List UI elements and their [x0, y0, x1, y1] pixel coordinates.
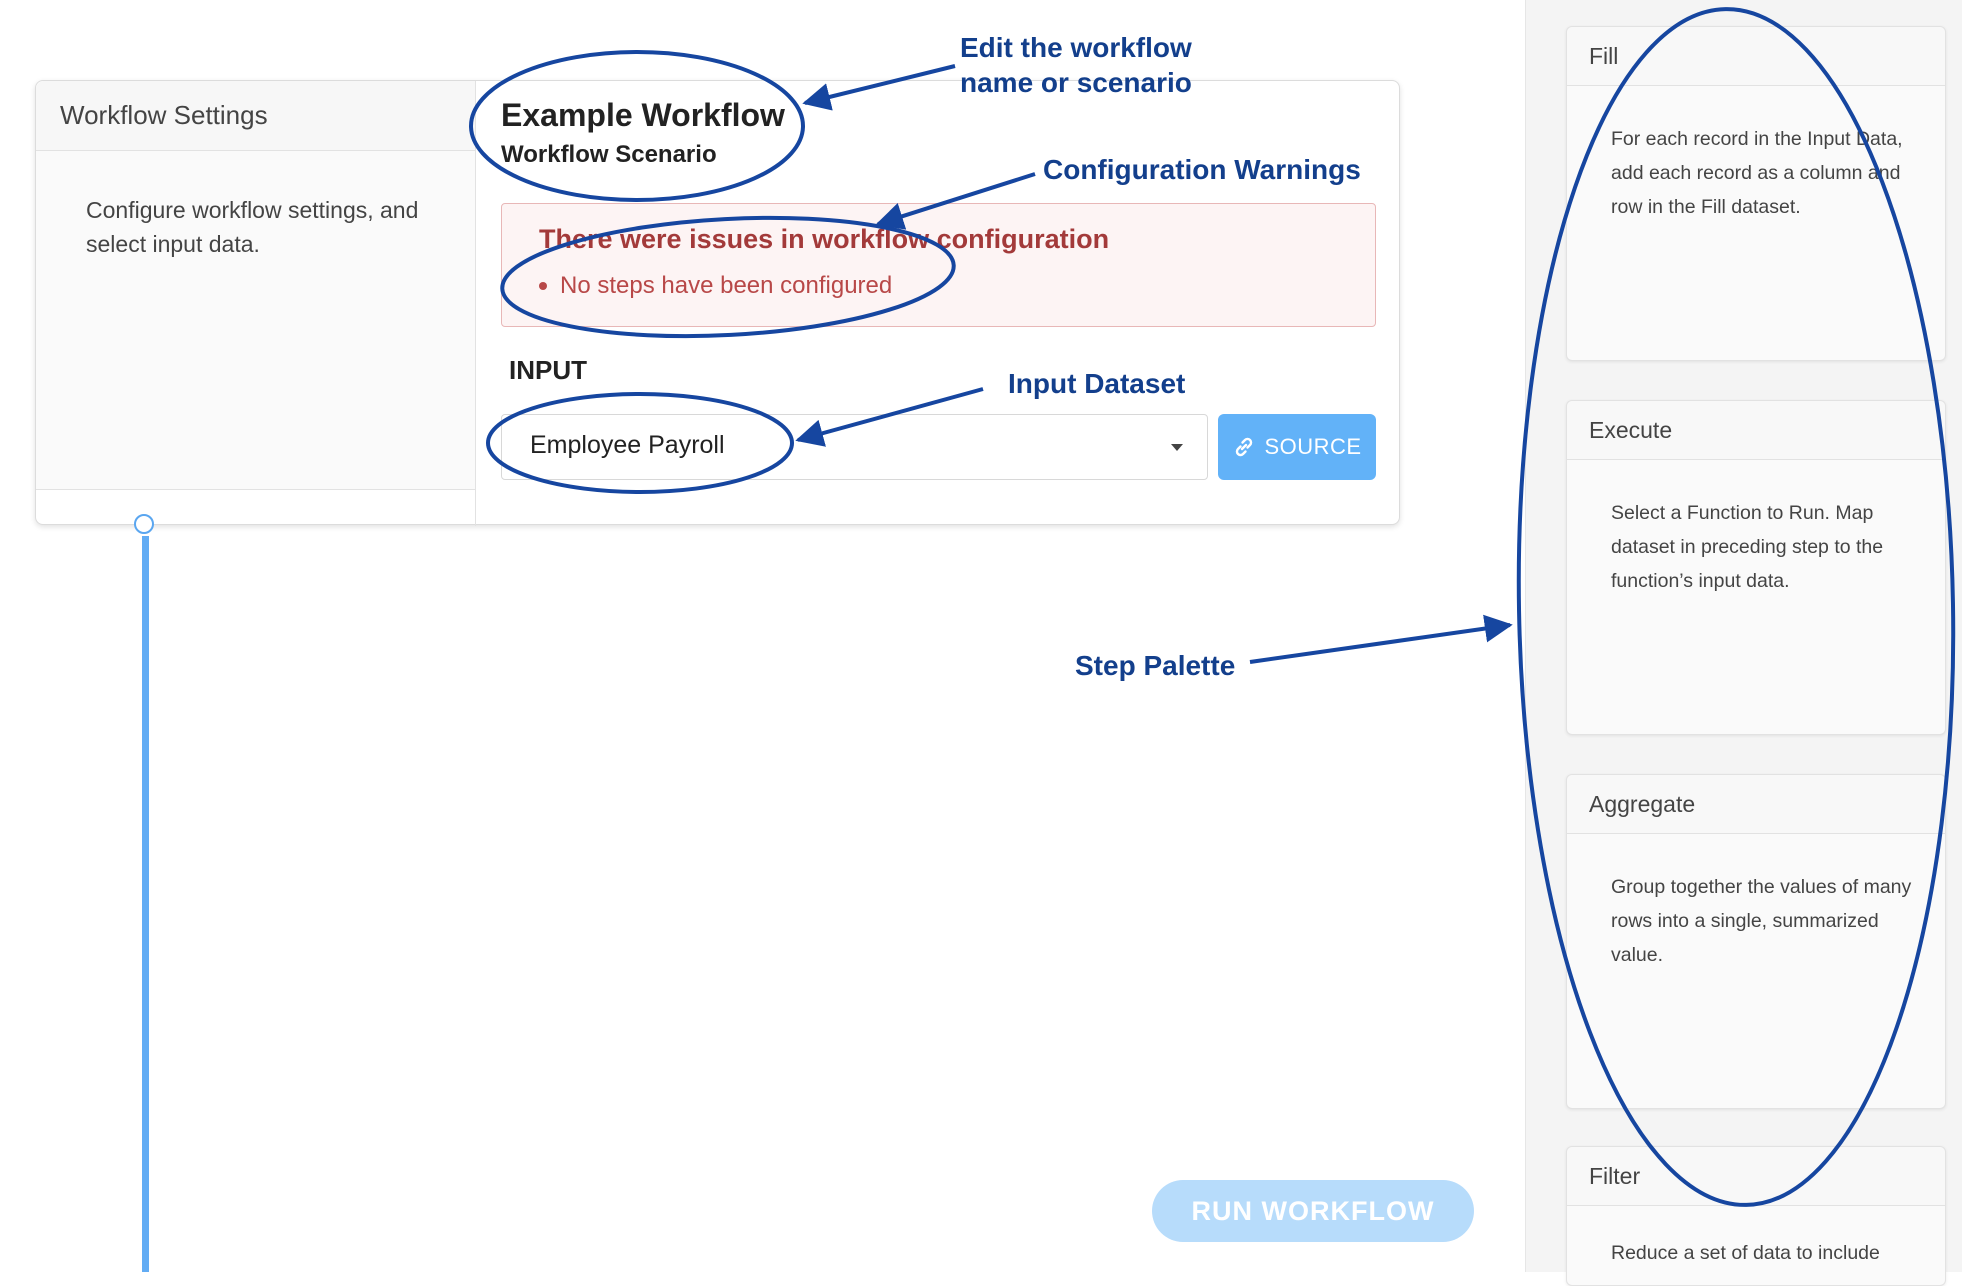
- step-title: Execute: [1567, 401, 1945, 460]
- selected-dataset: Employee Payroll: [530, 431, 725, 459]
- annotation-step-palette: Step Palette: [1075, 650, 1236, 681]
- settings-footer: [36, 489, 476, 526]
- workflow-name[interactable]: Example Workflow: [501, 97, 785, 133]
- palette-step-fill[interactable]: Fill For each record in the Input Data, …: [1566, 26, 1946, 361]
- settings-sidebar: Workflow Settings Configure workflow set…: [36, 81, 476, 489]
- step-description: Reduce a set of data to include: [1611, 1242, 1880, 1264]
- palette-step-filter[interactable]: Filter Reduce a set of data to include: [1566, 1146, 1946, 1286]
- annotation-arrow-palette: [1249, 614, 1513, 664]
- step-description: Group together the values of many rows i…: [1611, 876, 1912, 966]
- settings-header: Workflow Settings: [36, 81, 475, 151]
- timeline-connector-line: [142, 536, 149, 1272]
- bullet-icon: [539, 282, 547, 290]
- step-description: For each record in the Input Data, add e…: [1611, 128, 1903, 218]
- step-title: Filter: [1567, 1147, 1945, 1206]
- settings-description: Configure workflow settings, and select …: [86, 197, 419, 257]
- source-button-label: SOURCE: [1264, 434, 1362, 459]
- workflow-scenario[interactable]: Workflow Scenario: [501, 141, 717, 168]
- palette-step-aggregate[interactable]: Aggregate Group together the values of m…: [1566, 774, 1946, 1109]
- workflow-settings-card: Workflow Settings Configure workflow set…: [35, 80, 1400, 526]
- timeline-connector-node[interactable]: [134, 514, 154, 534]
- link-icon: [1236, 437, 1253, 457]
- configuration-warning-box: There were issues in workflow configurat…: [501, 203, 1376, 327]
- warning-item: No steps have been configured: [560, 272, 893, 299]
- step-palette: Fill For each record in the Input Data, …: [1525, 0, 1962, 1286]
- input-label: INPUT: [509, 355, 587, 385]
- run-workflow-button[interactable]: RUN WORKFLOW: [1152, 1180, 1474, 1242]
- input-dataset-select[interactable]: Employee Payroll: [501, 414, 1208, 480]
- palette-step-execute[interactable]: Execute Select a Function to Run. Map da…: [1566, 400, 1946, 735]
- source-button[interactable]: SOURCE: [1218, 414, 1376, 480]
- step-title: Fill: [1567, 27, 1945, 86]
- annotation-configuration-warnings: Configuration Warnings: [1043, 154, 1361, 185]
- step-title: Aggregate: [1567, 775, 1945, 834]
- caret-down-icon: [1171, 444, 1183, 451]
- warning-title: There were issues in workflow configurat…: [539, 224, 1110, 254]
- step-description: Select a Function to Run. Map dataset in…: [1611, 502, 1884, 592]
- annotation-input-dataset: Input Dataset: [1008, 368, 1186, 399]
- annotation-edit-name: Edit the workflow name or scenario: [960, 32, 1192, 98]
